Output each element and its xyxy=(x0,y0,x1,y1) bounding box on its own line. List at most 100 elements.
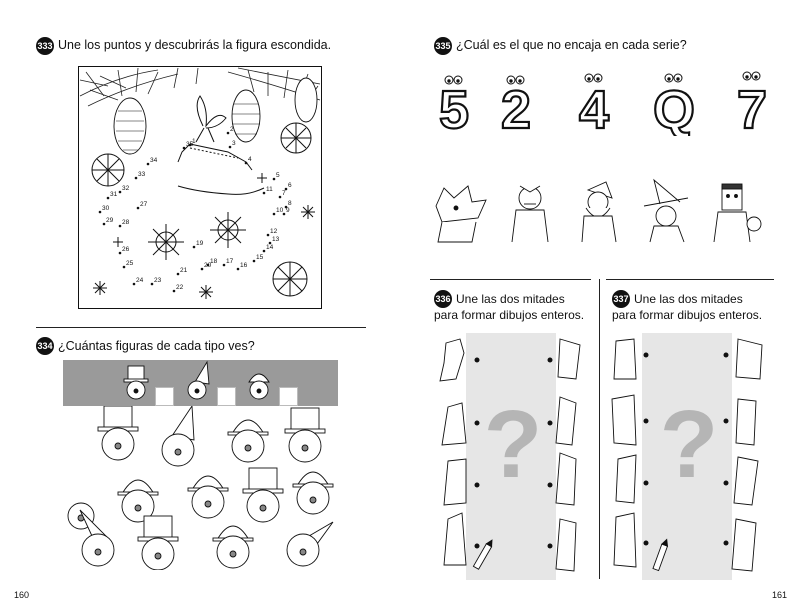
puzzle-dot[interactable] xyxy=(134,176,138,180)
series-character: 2 xyxy=(501,80,531,136)
puzzle-dot[interactable] xyxy=(262,249,266,253)
puzzle-dot[interactable] xyxy=(146,162,150,166)
frankenstein-icon xyxy=(713,183,762,243)
column-divider xyxy=(599,279,600,579)
answer-box-party-hat[interactable] xyxy=(217,387,236,406)
puzzle-dot[interactable] xyxy=(252,259,256,263)
mouse-half-left xyxy=(443,458,467,506)
section-divider-337 xyxy=(606,279,774,280)
puzzle-dot[interactable] xyxy=(122,265,126,269)
puzzle-dot-label: 24 xyxy=(136,277,144,284)
puzzle-dot[interactable] xyxy=(188,143,192,147)
top-hat-clown-icon xyxy=(123,365,149,400)
puzzle-dot[interactable] xyxy=(200,267,204,271)
puzzle-dot-label: 15 xyxy=(256,254,264,261)
match-panel-337 xyxy=(642,333,732,580)
puzzle-dot-label: 13 xyxy=(272,236,280,243)
puzzle-dot[interactable] xyxy=(284,205,288,209)
puzzle-dot-label: 2 xyxy=(230,126,234,133)
rat-half-right xyxy=(555,396,577,446)
answer-box-bowler-hat[interactable] xyxy=(279,387,298,406)
puzzle-dot-label: 35 xyxy=(186,141,194,148)
robot-half-left-4 xyxy=(613,512,637,568)
puzzle-dot[interactable] xyxy=(132,282,136,286)
puzzle-dot[interactable] xyxy=(272,212,276,216)
puzzle-dot[interactable] xyxy=(236,267,240,271)
puzzle-dot[interactable] xyxy=(150,282,154,286)
exercise-337-title-line2: para formar dibujos enteros. xyxy=(612,308,763,322)
puzzle-dot-label: 23 xyxy=(154,277,162,284)
party-hat-clown-icon xyxy=(187,360,210,400)
pencil-icon xyxy=(652,538,669,572)
puzzle-dot[interactable] xyxy=(192,245,196,249)
series-character: 7 xyxy=(737,80,767,136)
robot-half-right-1 xyxy=(735,338,763,380)
exercise-334-title: ¿Cuántas figuras de cada tipo ves? xyxy=(58,339,255,353)
puzzle-dot-label: 30 xyxy=(102,205,110,212)
exercise-333-title: Une los puntos y descubrirás la figura e… xyxy=(58,38,332,52)
witch-icon xyxy=(643,178,689,243)
puzzle-dot[interactable] xyxy=(176,272,180,276)
puzzle-dot-label: 11 xyxy=(266,186,273,193)
puzzle-dot[interactable] xyxy=(172,289,176,293)
puzzle-dot[interactable] xyxy=(222,263,226,267)
puzzle-dot[interactable] xyxy=(98,210,102,214)
puzzle-dot[interactable] xyxy=(272,177,276,181)
robot-half-left-2 xyxy=(611,394,637,446)
puzzle-dot[interactable] xyxy=(102,222,106,226)
rabbit-half-left xyxy=(443,512,467,566)
exercise-335-title: ¿Cuál es el que no encaja en cada serie? xyxy=(456,38,687,52)
puzzle-dot-label: 10 xyxy=(276,207,284,214)
puzzle-dot-label: 21 xyxy=(180,267,188,274)
snowflake-icon xyxy=(91,122,315,299)
puzzle-dots xyxy=(98,131,288,293)
robot-half-left-1 xyxy=(613,338,637,380)
section-divider-336 xyxy=(430,279,591,280)
answer-box-top-hat[interactable] xyxy=(155,387,174,406)
robot-half-right-4 xyxy=(731,518,757,572)
exercise-number-336: 336 xyxy=(434,290,452,308)
puzzle-dot[interactable] xyxy=(278,195,282,199)
puzzle-dot[interactable] xyxy=(228,145,232,149)
exercise-number-334: 334 xyxy=(36,337,54,355)
puzzle-dot[interactable] xyxy=(284,187,288,191)
puzzle-dot[interactable] xyxy=(136,206,140,210)
puzzle-dot-label: 33 xyxy=(138,171,146,178)
puzzle-dot[interactable] xyxy=(118,190,122,194)
match-halves-336 xyxy=(439,338,581,572)
puzzle-dot-label: 18 xyxy=(210,258,218,265)
puzzle-dot[interactable] xyxy=(206,263,210,267)
puzzle-dot[interactable] xyxy=(262,191,266,195)
puzzle-dot-label: 25 xyxy=(126,260,134,267)
puzzle-dot[interactable] xyxy=(266,233,270,237)
puzzle-dot-label: 7 xyxy=(282,190,286,197)
puzzle-dot-label: 28 xyxy=(122,219,130,226)
bird-half-left xyxy=(439,338,465,382)
puzzle-dot[interactable] xyxy=(282,212,286,216)
puzzle-dot-label: 26 xyxy=(122,246,130,253)
puzzle-dot[interactable] xyxy=(118,224,122,228)
puzzle-dot-label: 12 xyxy=(270,228,278,235)
dot-to-dot-puzzle: 1234567891011121314151617181920212223242… xyxy=(78,66,322,309)
puzzle-dot-label: 27 xyxy=(140,201,148,208)
puzzle-dot[interactable] xyxy=(106,196,110,200)
puzzle-dot-label: 14 xyxy=(266,244,274,251)
puzzle-dot[interactable] xyxy=(268,241,272,245)
exercise-number-337: 337 xyxy=(612,290,630,308)
bowler-hat-clown-icon xyxy=(248,373,270,400)
puzzle-dot[interactable] xyxy=(226,131,230,135)
puzzle-dot-label: 19 xyxy=(196,240,204,247)
puzzle-dot-label: 8 xyxy=(288,200,292,207)
pencil-icon xyxy=(472,539,493,570)
puzzle-dot[interactable] xyxy=(244,161,248,165)
puzzle-dot-label: 4 xyxy=(248,156,252,163)
puzzle-dot[interactable] xyxy=(118,251,122,255)
puzzle-dot[interactable] xyxy=(182,146,186,150)
series-character: 4 xyxy=(579,80,609,136)
villain-series xyxy=(435,178,762,243)
owl-half-left xyxy=(441,402,467,446)
robot-half-right xyxy=(555,518,577,572)
puzzle-dot-label: 31 xyxy=(110,191,118,198)
match-halves-337 xyxy=(611,338,763,572)
puzzle-dot-label: 20 xyxy=(204,262,212,269)
